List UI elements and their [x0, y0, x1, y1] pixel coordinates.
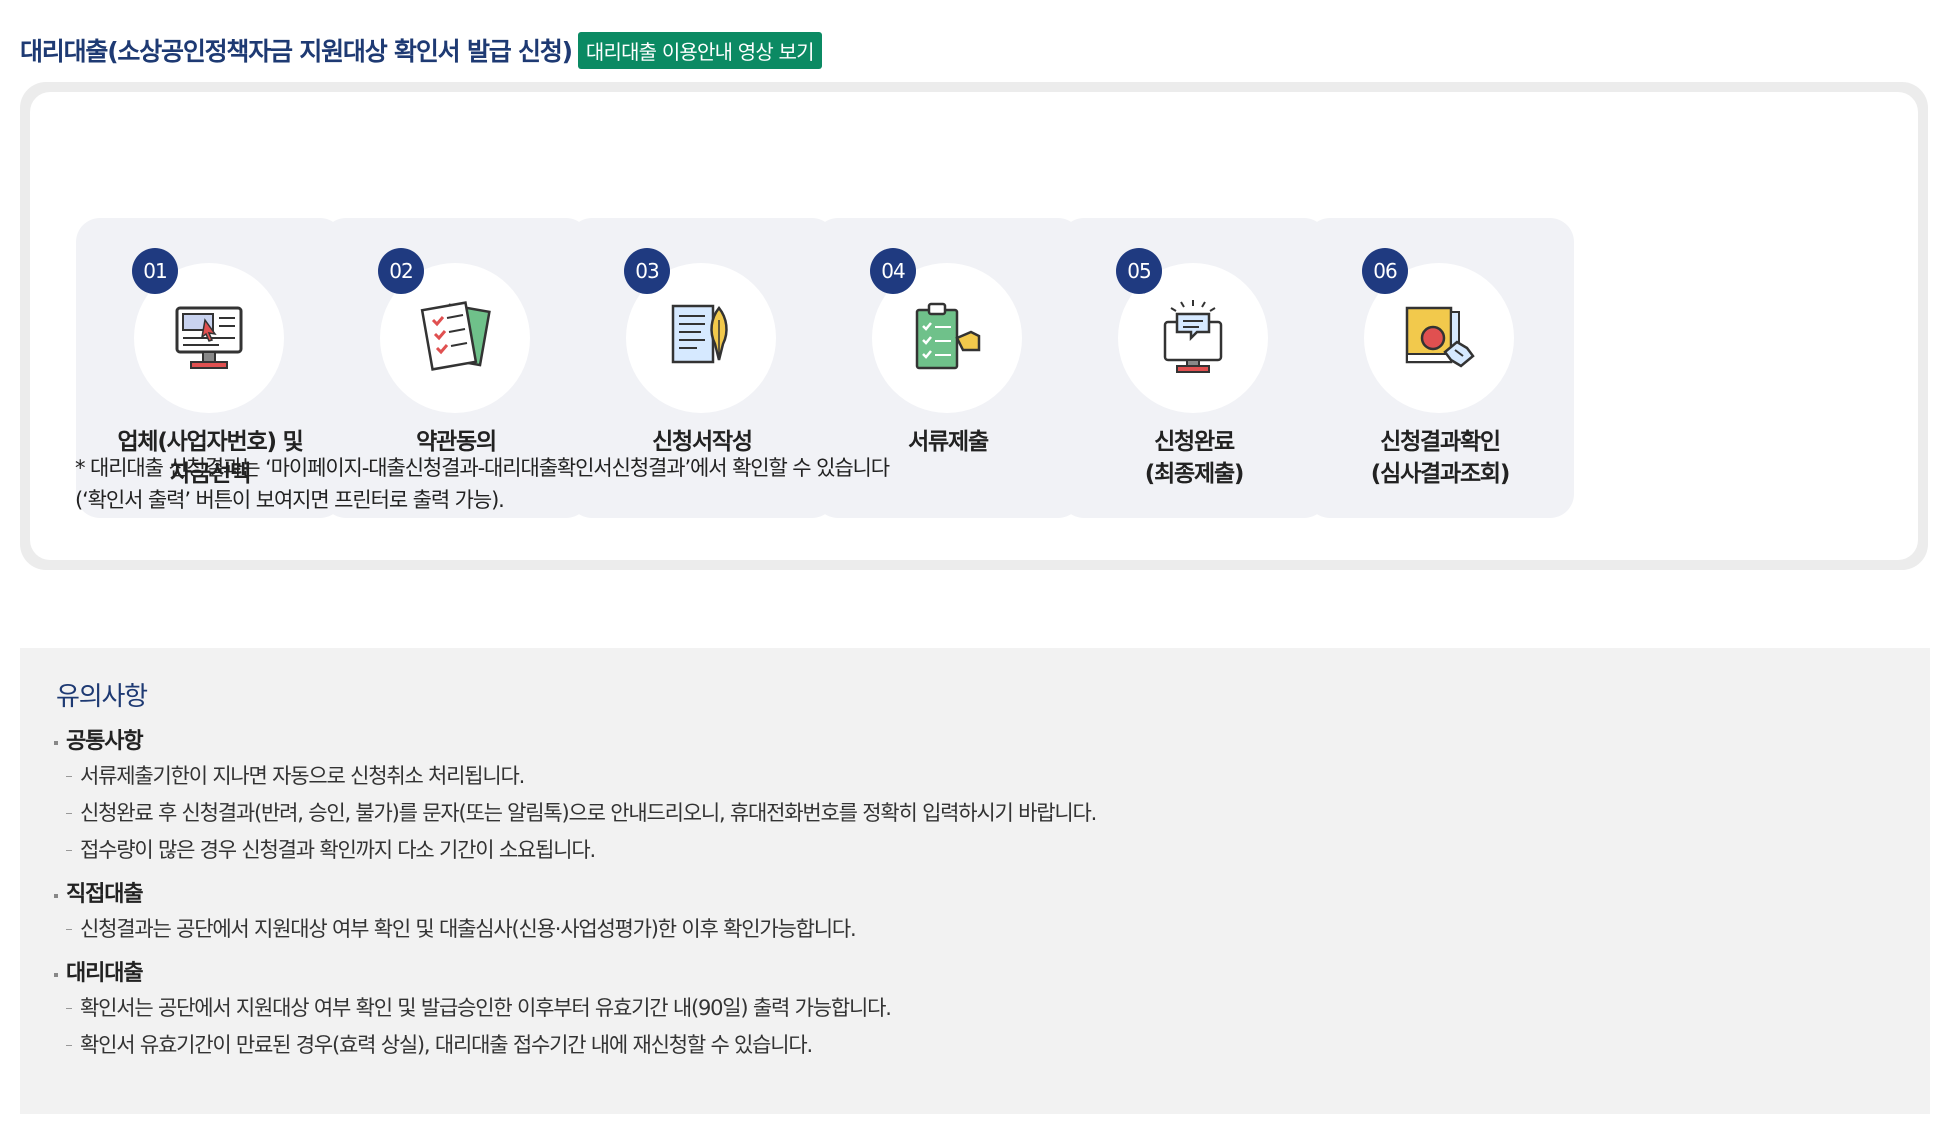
notice-section-common: 공통사항 서류제출기한이 지나면 자동으로 신청취소 처리됩니다. 신청완료 후… — [54, 726, 1904, 869]
step-card-3: 03 신청서작성 — [568, 218, 836, 518]
page-title: 대리대출(소상공인정책자금 지원대상 확인서 발급 신청) — [20, 37, 573, 66]
computer-select-icon — [175, 306, 243, 369]
section-heading: 공통사항 — [54, 726, 1904, 758]
dash-icon — [66, 929, 72, 930]
book-seal-handshake-icon — [1405, 306, 1475, 368]
bullet-icon — [54, 894, 58, 898]
bullet-icon — [54, 741, 58, 745]
step-label: 업체(사업자번호) 및 자금선택 — [117, 429, 303, 487]
notice-section-direct-loan: 직접대출 신청결과는 공단에서 지원대상 여부 확인 및 대출심사(신용·사업성… — [54, 879, 1904, 948]
steps-note-line: (‘확인서 출력’ 버튼이 보여지면 프린터로 출력 가능). — [75, 488, 505, 512]
steps-note-line: * 대리대출 신청결과는 ‘마이페이지-대출신청결과-대리대출확인서신청결과’에… — [75, 456, 890, 480]
step-number-badge: 06 — [1362, 248, 1408, 294]
notice-panel: 유의사항 공통사항 서류제출기한이 지나면 자동으로 신청취소 처리됩니다. 신… — [20, 648, 1930, 1114]
step-number-badge: 01 — [132, 248, 178, 294]
notice-body: 공통사항 서류제출기한이 지나면 자동으로 신청취소 처리됩니다. 신청완료 후… — [54, 726, 1904, 1074]
dash-icon — [66, 1008, 72, 1009]
bullet-icon — [54, 973, 58, 977]
list-item: 확인서 유효기간이 만료된 경우(효력 상실), 대리대출 접수기간 내에 재신… — [54, 1027, 1904, 1064]
list-item: 신청완료 후 신청결과(반려, 승인, 불가)를 문자(또는 알림톡)으로 안내… — [54, 795, 1904, 832]
step-card-2: 02 약관동의 — [322, 218, 590, 518]
application-steps: 01 업체(사업자번호) 및 자금선택 02 — [30, 92, 1918, 560]
application-steps-panel: 01 업체(사업자번호) 및 자금선택 02 — [20, 82, 1928, 570]
dash-icon — [66, 776, 72, 777]
notice-title: 유의사항 — [56, 682, 148, 712]
notice-section-agency-loan: 대리대출 확인서는 공단에서 지원대상 여부 확인 및 발급승인한 이후부터 유… — [54, 958, 1904, 1064]
step-number-badge: 05 — [1116, 248, 1162, 294]
document-pen-icon — [671, 304, 728, 364]
dash-icon — [66, 850, 72, 851]
dash-icon — [66, 813, 72, 814]
step-card-5: 05 신청완료 (최종제출) — [1060, 218, 1328, 518]
monitor-notification-icon — [1163, 300, 1223, 373]
checklist-documents-icon — [420, 301, 491, 371]
section-heading: 대리대출 — [54, 958, 1904, 990]
step-label: 서류제출 — [908, 429, 989, 455]
step-card-6: 06 신청결과확인 (심사결과조회) — [1306, 218, 1574, 518]
step-number-badge: 04 — [870, 248, 916, 294]
list-item: 접수량이 많은 경우 신청결과 확인까지 다소 기간이 소요됩니다. — [54, 832, 1904, 869]
step-label: 신청완료 (최종제출) — [1144, 429, 1245, 487]
step-label: 약관동의 — [416, 429, 497, 455]
step-card-4: 04 서류제출 — [814, 218, 1082, 518]
page-header: 대리대출(소상공인정책자금 지원대상 확인서 발급 신청) 대리대출 이용안내 … — [20, 30, 822, 70]
step-card-1: 01 업체(사업자번호) 및 자금선택 — [76, 218, 344, 518]
steps-note: * 대리대출 신청결과는 ‘마이페이지-대출신청결과-대리대출확인서신청결과’에… — [75, 452, 890, 516]
list-item: 신청결과는 공단에서 지원대상 여부 확인 및 대출심사(신용·사업성평가)한 … — [54, 911, 1904, 948]
list-item: 서류제출기한이 지나면 자동으로 신청취소 처리됩니다. — [54, 758, 1904, 795]
dash-icon — [66, 1045, 72, 1046]
guide-video-button[interactable]: 대리대출 이용안내 영상 보기 — [577, 31, 822, 69]
step-number-badge: 02 — [378, 248, 424, 294]
clipboard-submit-icon — [915, 302, 981, 370]
step-number-badge: 03 — [624, 248, 670, 294]
list-item: 확인서는 공단에서 지원대상 여부 확인 및 발급승인한 이후부터 유효기간 내… — [54, 990, 1904, 1027]
step-label: 신청서작성 — [652, 429, 753, 455]
section-heading: 직접대출 — [54, 879, 1904, 911]
step-label: 신청결과확인 (심사결과조회) — [1370, 429, 1511, 487]
